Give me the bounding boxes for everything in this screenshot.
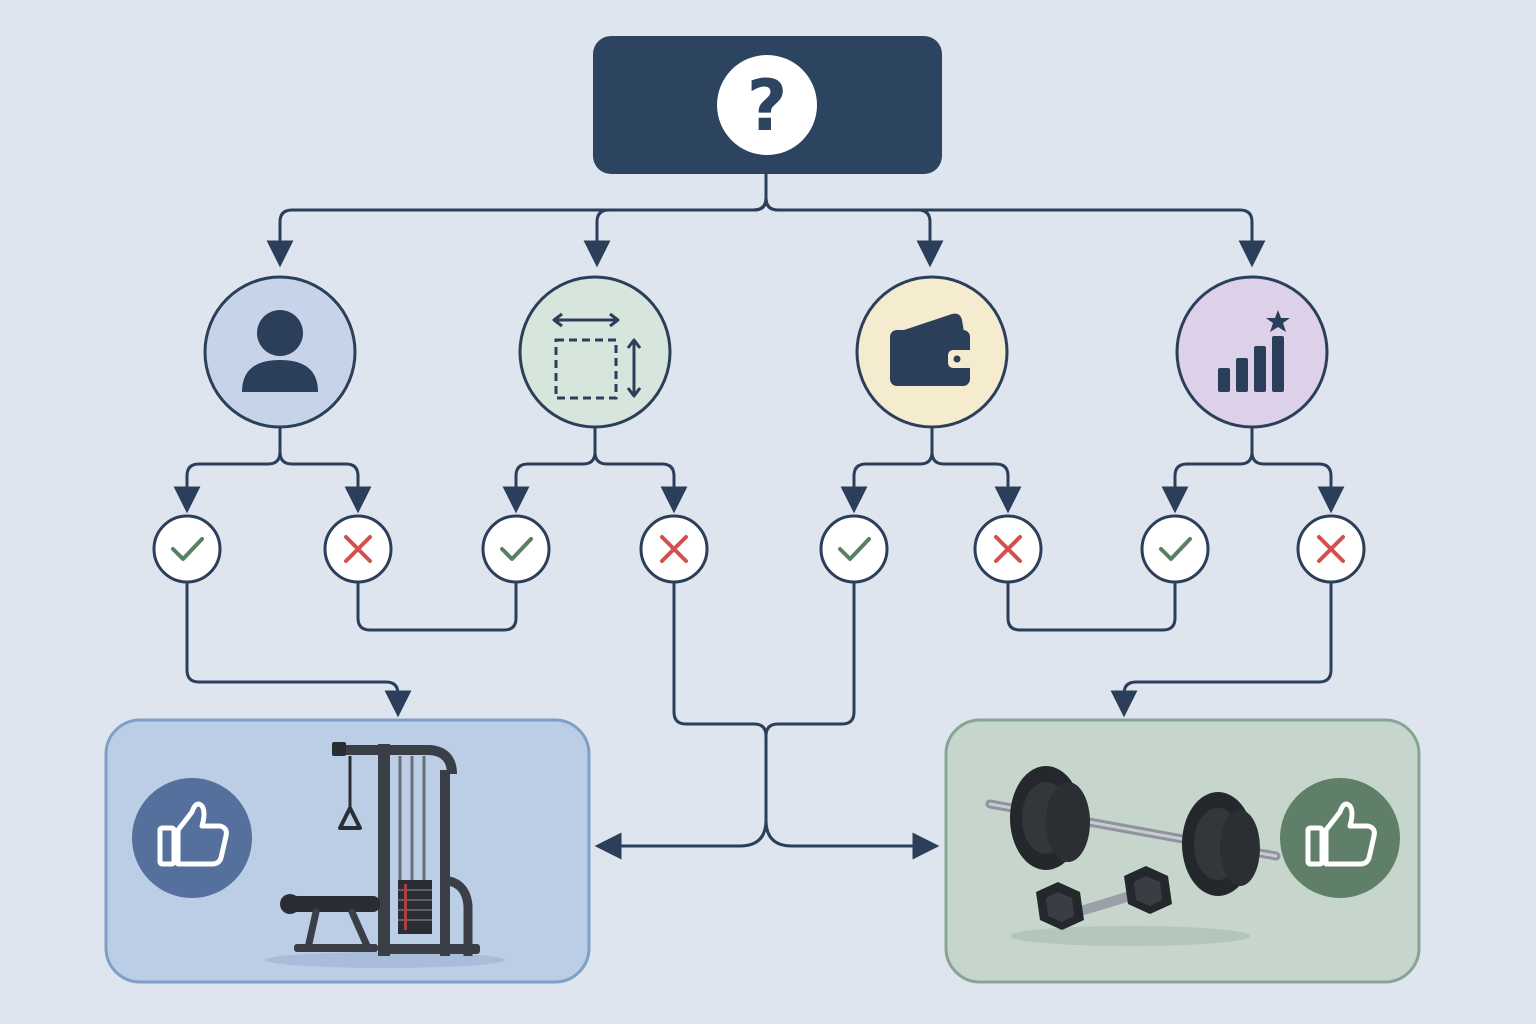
connector-person-yes	[173, 426, 282, 514]
connector-experience-no-to-free	[1110, 581, 1333, 718]
cross-icon	[344, 535, 372, 563]
connector-person-yes-to-machine	[185, 581, 412, 718]
check-icon	[500, 537, 533, 561]
cross-icon	[660, 535, 688, 563]
check-icon	[1159, 537, 1192, 561]
answer-experience-no	[1296, 514, 1366, 584]
answer-experience-yes	[1140, 514, 1210, 584]
answer-person-yes	[152, 514, 222, 584]
question-icon: ?	[747, 65, 788, 147]
cross-icon	[1317, 535, 1345, 563]
connector-space-yes	[502, 426, 597, 514]
connector-root-space	[583, 196, 768, 268]
connector-space-no	[593, 450, 688, 514]
connector-budget-yes	[840, 426, 934, 514]
outcome-machine	[104, 718, 591, 984]
question-icon-circle	[717, 55, 817, 155]
cross-icon	[994, 535, 1022, 563]
criterion-person	[203, 275, 357, 429]
connector-root-budget	[764, 196, 944, 268]
connector-experience-yes	[1161, 426, 1254, 514]
connector-experience-no	[1250, 450, 1345, 514]
level-chart-star-icon	[1218, 310, 1290, 392]
answer-budget-no	[973, 514, 1043, 584]
answer-space-yes	[481, 514, 551, 584]
criterion-experience	[1175, 275, 1329, 429]
check-icon	[171, 537, 204, 561]
root-question-node: ?	[593, 36, 942, 174]
connector-budget-no	[930, 450, 1022, 514]
answer-nodes	[152, 514, 1366, 584]
connector-person-no-space-yes-link	[356, 581, 518, 632]
answer-budget-yes	[819, 514, 889, 584]
answer-person-no	[323, 514, 393, 584]
thumbs-up-icon	[132, 778, 252, 898]
user-icon	[242, 310, 318, 392]
cable-machine-icon	[265, 742, 505, 968]
connector-space-no-merge	[672, 581, 768, 822]
outcome-free-weights	[944, 718, 1421, 984]
answer-space-no	[639, 514, 709, 584]
thumbs-up-icon	[1280, 778, 1400, 898]
wallet-icon	[890, 313, 974, 386]
connector-merge-to-machine	[594, 818, 768, 860]
connector-budget-yes-merge	[764, 581, 856, 738]
barbell-dumbbell-icon	[985, 766, 1281, 946]
connector-budget-no-experience-yes-link	[1006, 581, 1177, 632]
connector-merge-to-free	[764, 818, 940, 860]
connector-root-experience	[764, 196, 1266, 268]
criterion-budget	[855, 275, 1009, 429]
criterion-space	[518, 275, 672, 429]
check-icon	[838, 537, 871, 561]
connector-root-trunk	[266, 172, 768, 268]
connectors	[173, 172, 1345, 860]
connector-person-no	[278, 450, 372, 514]
space-dimensions-icon	[552, 312, 642, 400]
